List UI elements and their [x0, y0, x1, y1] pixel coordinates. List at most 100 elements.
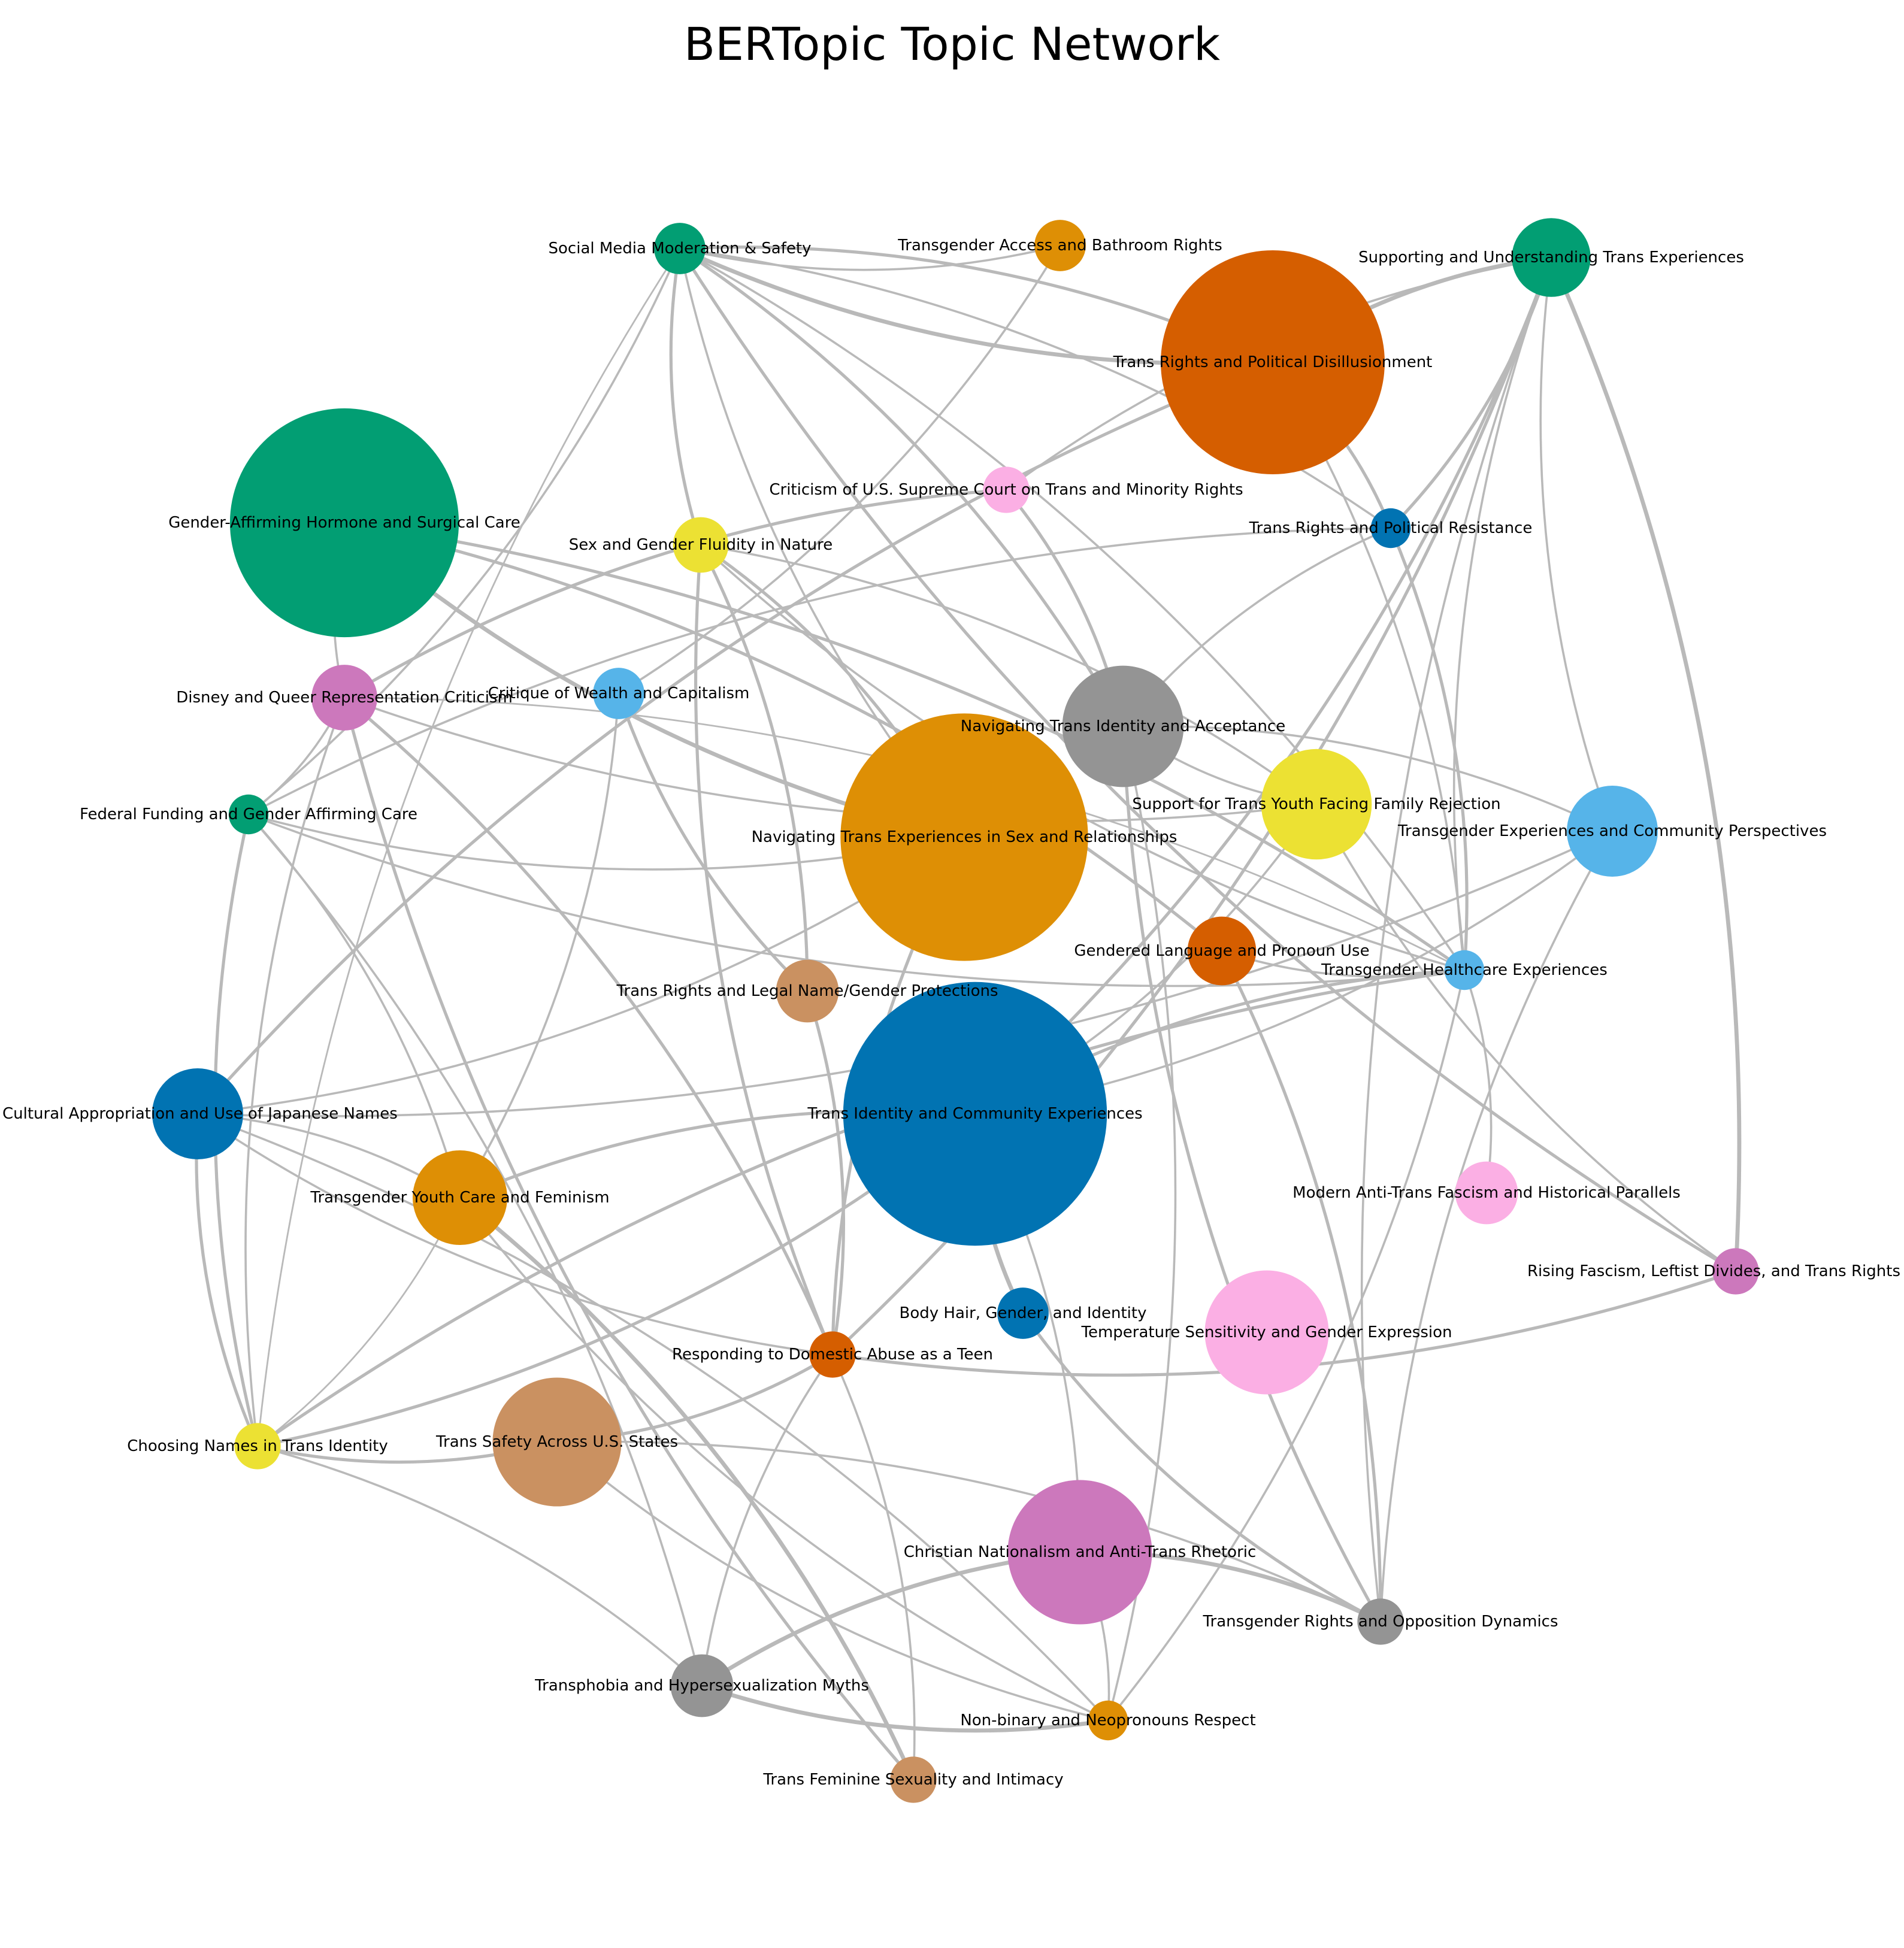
node-pronoun[interactable] [1187, 916, 1257, 986]
edge-social-bathroom [679, 244, 1061, 271]
chart-title: BERTopic Topic Network [683, 17, 1221, 71]
node-hormone[interactable] [229, 408, 459, 638]
node-bathroom[interactable] [1034, 220, 1086, 271]
node-label-scotus: Criticism of U.S. Supreme Court on Trans… [769, 481, 1243, 499]
edge-fluidity-legalname [699, 543, 809, 993]
node-nonbinary[interactable] [1088, 1700, 1128, 1741]
edge-scotus-disney [343, 488, 1008, 699]
node-label-youthcare: Transgender Youth Care and Feminism [310, 1189, 609, 1207]
node-label-healthcare: Transgender Healthcare Experiences [1321, 961, 1608, 979]
edge-names-hypersex [256, 1445, 703, 1687]
node-legalname[interactable] [776, 959, 839, 1023]
edge-hypersex-nonbinary [700, 1683, 1110, 1733]
node-label-opposition: Transgender Rights and Opposition Dynami… [1202, 1613, 1558, 1631]
node-bodyhair[interactable] [997, 1287, 1049, 1339]
node-fascism[interactable] [1455, 1161, 1518, 1225]
node-label-pronoun: Gendered Language and Pronoun Use [1074, 942, 1369, 960]
node-label-abuse: Responding to Domestic Abuse as a Teen [672, 1346, 993, 1364]
node-label-resistance: Trans Rights and Political Resistance [1249, 519, 1533, 537]
node-label-bathroom: Transgender Access and Bathroom Rights [897, 237, 1222, 255]
node-family[interactable] [1261, 749, 1372, 860]
edge-wealth-youthcare [459, 692, 620, 1199]
edge-healthcare-names [256, 968, 1466, 1448]
node-names[interactable] [234, 1423, 281, 1470]
node-opposition[interactable] [1357, 1598, 1404, 1645]
node-supporting[interactable] [1512, 218, 1591, 297]
node-label-federal: Federal Funding and Gender Affirming Car… [80, 805, 417, 823]
edge-abuse-feminine [831, 1353, 916, 1781]
node-wealth[interactable] [593, 668, 644, 719]
edge-disney-family [343, 696, 1318, 823]
edge-social-leftist [678, 247, 1737, 1273]
node-label-christian: Christian Nationalism and Anti-Trans Rhe… [904, 1543, 1257, 1561]
node-label-leftist: Rising Fascism, Leftist Divides, and Tra… [1527, 1262, 1900, 1280]
edge-fluidity-abuse [694, 543, 834, 1356]
node-federal[interactable] [228, 794, 269, 835]
node-resistance[interactable] [1370, 508, 1411, 549]
edge-japanese-nonbinary [196, 1113, 1109, 1722]
node-healthcare[interactable] [1444, 950, 1485, 990]
edge-disney-names [244, 696, 346, 1447]
edge-federal-hypersex [247, 813, 703, 1687]
edge-hormone-healthcare [343, 521, 1466, 972]
node-fluidity[interactable] [673, 517, 729, 573]
node-disillusion[interactable] [1161, 250, 1385, 474]
node-safety[interactable] [492, 1377, 622, 1507]
node-label-community_persp: Transgender Experiences and Community Pe… [1397, 822, 1827, 840]
node-abuse[interactable] [809, 1331, 856, 1378]
node-sexrel[interactable] [840, 713, 1088, 961]
edge-supporting-community_persp [1539, 256, 1614, 832]
node-label-hormone: Gender-Affirming Hormone and Surgical Ca… [168, 514, 520, 532]
node-leftist[interactable] [1712, 1248, 1759, 1295]
edge-supporting-opposition [1360, 256, 1552, 1623]
node-label-temperature: Temperature Sensitivity and Gender Expre… [1081, 1323, 1452, 1341]
edge-social-healthcare [679, 247, 1466, 971]
edge-supporting-healthcare [1452, 256, 1552, 971]
edge-resistance-healthcare [1389, 526, 1469, 972]
edge-social-names [256, 247, 681, 1447]
node-temperature[interactable] [1204, 1270, 1329, 1395]
edge-disillusion-japanese [196, 360, 1275, 1116]
node-identity[interactable] [843, 981, 1107, 1246]
node-layer [152, 218, 1759, 1803]
node-navigating[interactable] [1062, 665, 1184, 787]
edge-safety-opposition [556, 1440, 1382, 1623]
node-label-identity: Trans Identity and Community Experiences [807, 1105, 1142, 1123]
edge-japanese-names [195, 1112, 259, 1448]
edge-abuse-hypersex [701, 1353, 834, 1687]
edge-social-navigating [678, 247, 1125, 728]
edge-community_persp-opposition [1379, 830, 1614, 1623]
edge-safety-nonbinary [556, 1441, 1109, 1722]
edge-legalname-abuse [806, 989, 846, 1356]
node-label-safety: Trans Safety Across U.S. States [435, 1433, 678, 1451]
node-label-family: Support for Trans Youth Facing Family Re… [1132, 795, 1500, 813]
edge-navigating-community_persp [1122, 725, 1614, 832]
node-label-navigating: Navigating Trans Identity and Acceptance [961, 717, 1285, 735]
node-feminine[interactable] [890, 1756, 937, 1803]
node-community_persp[interactable] [1566, 785, 1658, 877]
edge-fascism-healthcare [1463, 969, 1493, 1194]
node-youthcare[interactable] [412, 1150, 508, 1246]
edge-disney-abuse [343, 696, 834, 1356]
node-scotus[interactable] [983, 466, 1030, 513]
node-label-disney: Disney and Queer Representation Criticis… [176, 689, 513, 707]
edge-supporting-leftist [1549, 255, 1742, 1274]
node-label-legalname: Trans Rights and Legal Name/Gender Prote… [616, 982, 998, 1000]
node-disney[interactable] [311, 665, 377, 731]
node-label-social: Social Media Moderation & Safety [549, 240, 812, 257]
node-christian[interactable] [1007, 1480, 1152, 1625]
node-hypersex[interactable] [670, 1654, 734, 1717]
edge-japanese-abuse [196, 1113, 834, 1356]
node-label-fascism: Modern Anti-Trans Fascism and Historical… [1292, 1184, 1681, 1202]
edge-family-leftist [1315, 803, 1737, 1273]
node-japanese[interactable] [152, 1068, 244, 1160]
edge-supporting-identity [973, 256, 1553, 1116]
edge-navigating-opposition [1121, 725, 1382, 1623]
edge-federal-youthcare [247, 813, 461, 1199]
node-label-names: Choosing Names in Trans Identity [127, 1437, 388, 1455]
node-label-sexrel: Navigating Trans Experiences in Sex and … [752, 828, 1177, 846]
edge-youthcare-feminine [458, 1195, 916, 1782]
node-social[interactable] [654, 223, 706, 274]
